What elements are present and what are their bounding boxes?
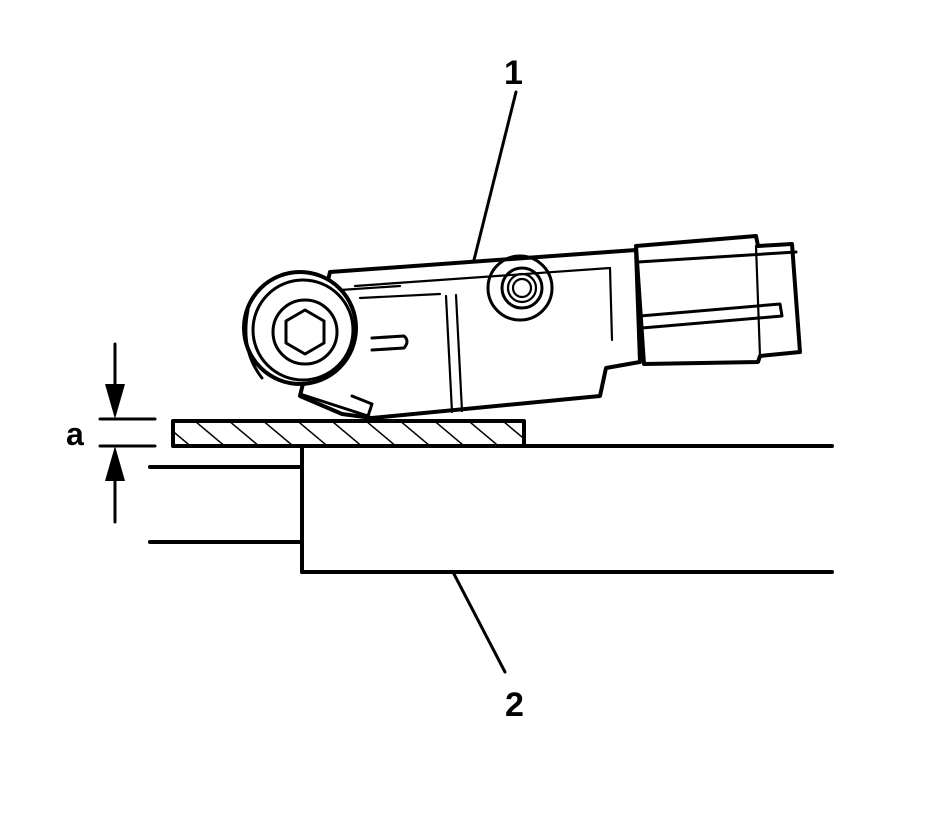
- callout-label-2: 2: [505, 686, 524, 724]
- sensor-assembly: [242, 234, 802, 420]
- dimension-label-a: a: [66, 416, 84, 452]
- leader-line-2: [452, 572, 507, 674]
- feeler-gauge: [171, 419, 526, 448]
- callout-label-1: 1: [504, 54, 523, 92]
- mounting-base: [148, 444, 834, 574]
- leader-line-1: [472, 90, 518, 262]
- dimension-a: [98, 342, 157, 524]
